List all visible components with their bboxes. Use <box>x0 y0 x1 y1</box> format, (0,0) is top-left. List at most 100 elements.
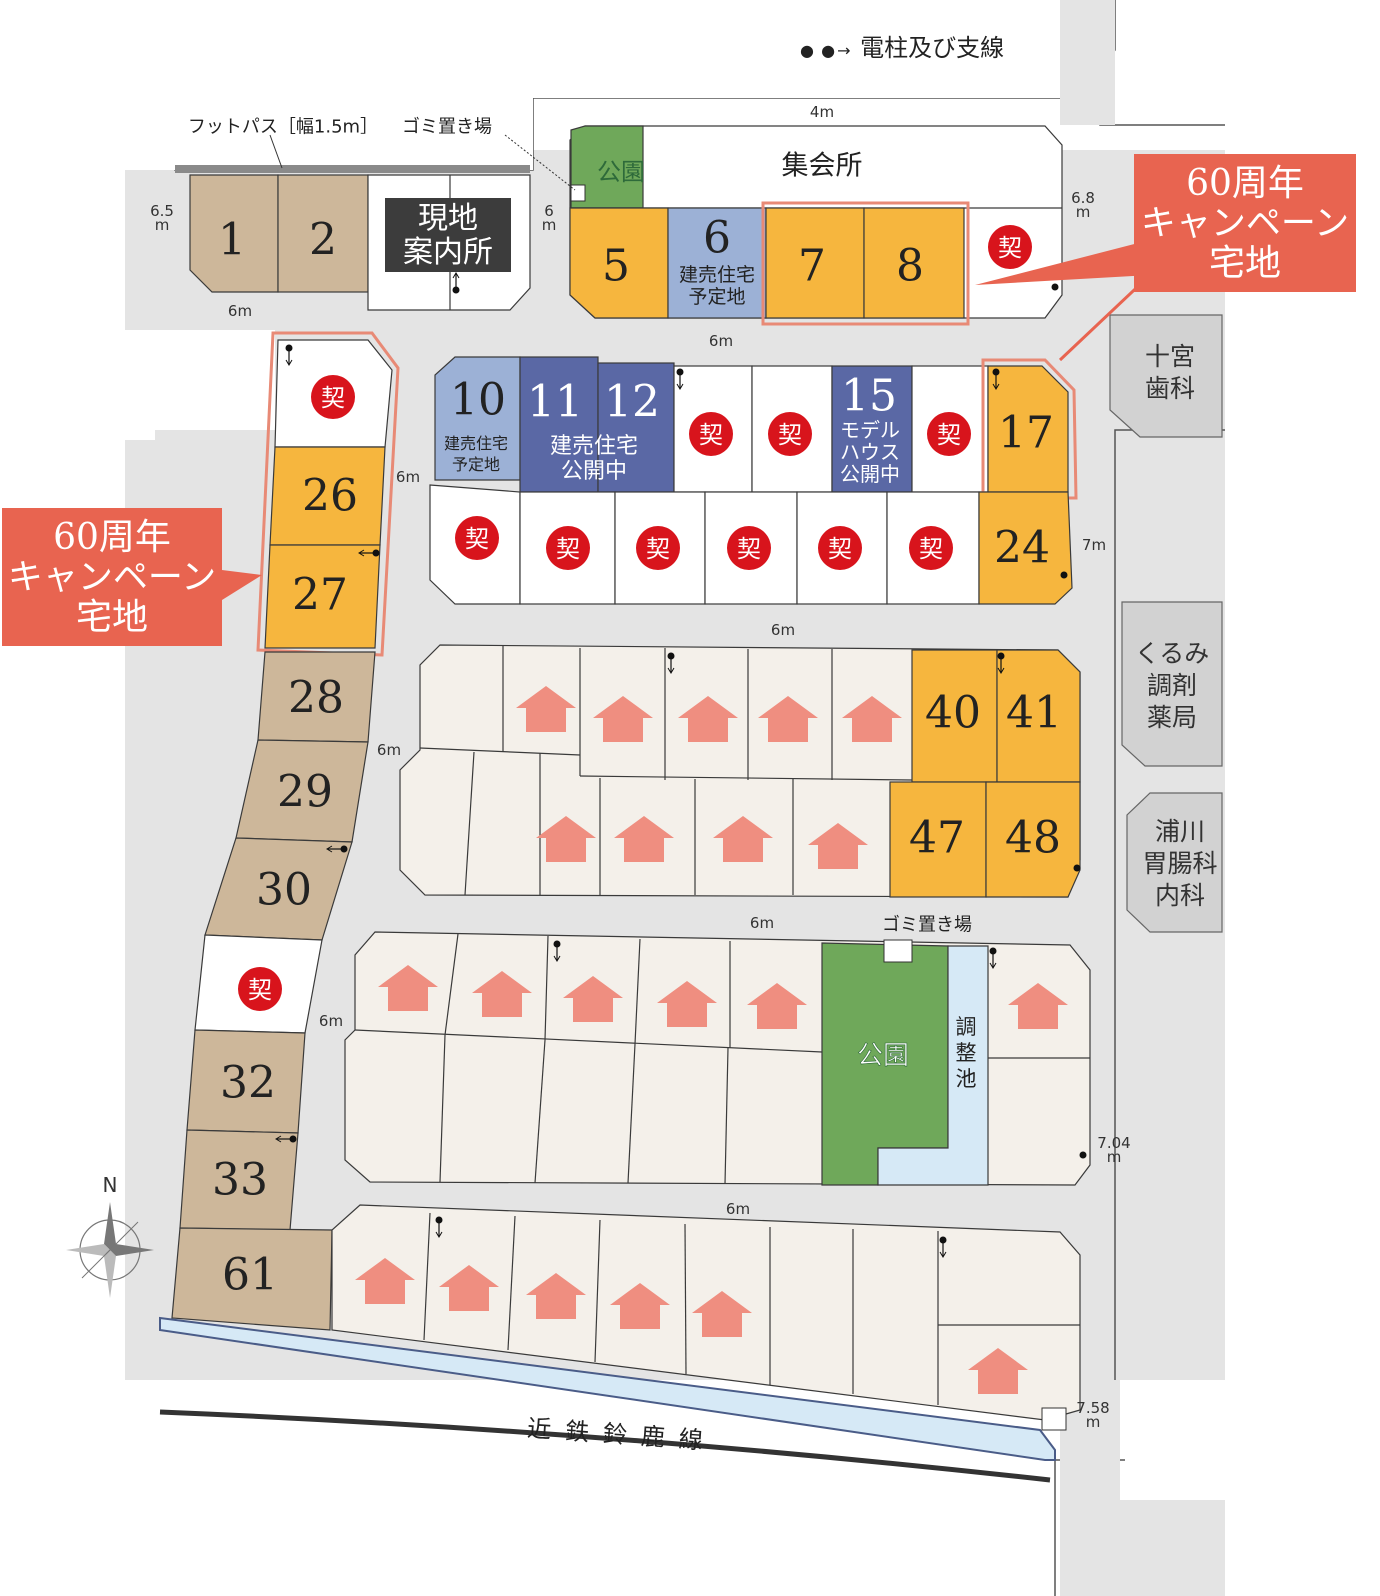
road-width-w6: 6m <box>709 332 733 350</box>
contract-icon: 契 <box>727 526 771 570</box>
lot-2[interactable] <box>277 174 369 293</box>
lot-number-5: 5 <box>602 241 630 292</box>
legend-label: 電柱及び支線 <box>860 34 1005 62</box>
utility-pole-icon <box>326 845 348 853</box>
lot-number-1: 1 <box>218 215 246 266</box>
house-icon <box>1008 983 1068 1029</box>
lot-47[interactable] <box>889 781 987 898</box>
neighbor-pharmacy: くるみ調剤薬局 <box>1135 639 1210 732</box>
house-icon <box>516 686 576 732</box>
community-hall-label: 集会所 <box>782 151 863 182</box>
contract-label: 契 <box>737 535 761 563</box>
lot-1[interactable] <box>189 174 279 293</box>
lot-number-8: 8 <box>896 241 924 292</box>
lot-24[interactable] <box>978 491 1073 605</box>
lot-10-status: 建売住宅予定地 <box>444 434 508 474</box>
campaign-outline-25-27 <box>256 331 400 657</box>
lot-10[interactable] <box>434 356 521 481</box>
lot-61[interactable] <box>171 1227 333 1331</box>
callout-line-2: キャンペーン <box>7 558 217 598</box>
utility-pole-icon <box>989 947 997 969</box>
utility-pole-icon <box>553 940 561 962</box>
park-mid-label: 公園 <box>857 1041 909 1071</box>
neighbor-buildings <box>1109 314 1223 933</box>
contract-icon: 契 <box>768 412 812 456</box>
house-icon <box>758 696 818 742</box>
house-icon <box>713 816 773 862</box>
house-icon <box>614 816 674 862</box>
callout-line-2: キャンペーン <box>1140 204 1350 244</box>
utility-pole-icon <box>939 1236 947 1258</box>
campaign-callout-left: 60周年 キャンペーン 宅地 <box>2 508 222 646</box>
block-b <box>569 125 1063 326</box>
contract-label: 契 <box>699 421 723 449</box>
lot-27[interactable] <box>264 544 381 649</box>
contract-label: 契 <box>919 535 943 563</box>
lot-number-24: 24 <box>994 523 1050 574</box>
house-icon <box>378 965 438 1011</box>
road-width-w9: 6m <box>771 621 795 639</box>
house-icon <box>526 1273 586 1319</box>
contract-icon: 契 <box>238 967 282 1011</box>
lot-number-12: 12 <box>604 377 660 428</box>
lot-number-26: 26 <box>302 471 358 522</box>
block-a <box>189 174 531 311</box>
contract-icon: 契 <box>546 526 590 570</box>
site-office-label: 現地案内所 <box>403 201 493 270</box>
contract-icon: 契 <box>909 526 953 570</box>
lot-number-17: 17 <box>998 408 1054 459</box>
pole-markers <box>275 272 1005 1258</box>
lot-number-15: 15 <box>841 371 897 422</box>
lot-41[interactable] <box>996 649 1081 783</box>
pole-legend-icon: ● ●→ <box>800 41 853 60</box>
contract-icon: 契 <box>455 516 499 560</box>
lot-7[interactable] <box>765 207 865 319</box>
callout-line-3: 宅地 <box>1208 243 1281 284</box>
house-icon <box>842 696 902 742</box>
lot-5[interactable] <box>569 207 669 319</box>
contract-label: 契 <box>556 535 580 563</box>
callout-line-1: 60周年 <box>53 517 171 558</box>
contract-label: 契 <box>828 535 852 563</box>
callout-line-3: 宅地 <box>75 597 148 638</box>
road-width-w12: 6m <box>319 1012 343 1030</box>
house-icon <box>968 1348 1028 1394</box>
neighbor-dental: 十宮歯科 <box>1145 342 1195 403</box>
lot-17[interactable] <box>987 365 1069 493</box>
contract-label: 契 <box>998 234 1022 262</box>
lot-number-40: 40 <box>925 688 981 739</box>
contract-label: 契 <box>778 421 802 449</box>
contract-icon: 契 <box>988 225 1032 269</box>
utility-pole-icon <box>452 272 460 294</box>
lot-numbers: 1 2 5 6 建売住宅予定地 7 8 10 建売住宅予定地 11 12 建売住… <box>212 213 1062 1301</box>
lot-8[interactable] <box>863 207 965 319</box>
house-icon <box>472 971 532 1017</box>
lot-number-7: 7 <box>798 241 826 292</box>
utility-pole-icon <box>358 549 380 557</box>
lot-number-2: 2 <box>309 215 337 266</box>
contract-icon: 契 <box>818 526 862 570</box>
park-top-label: 公園 <box>597 158 645 186</box>
house-icon <box>657 981 717 1027</box>
lot-6[interactable] <box>667 207 767 319</box>
road-width-w2: 6m <box>228 302 252 320</box>
lot-11[interactable] <box>519 356 599 493</box>
site-office-sign <box>385 198 511 272</box>
house-icon <box>808 823 868 869</box>
house-icon <box>593 696 653 742</box>
utility-pole-icon <box>275 1135 297 1143</box>
utility-pole-icon <box>992 368 1000 390</box>
lot-6-status: 建売住宅予定地 <box>679 264 755 308</box>
north-label: N <box>103 1173 118 1197</box>
house-icon <box>563 976 623 1022</box>
lot-number-29: 29 <box>277 767 333 818</box>
lot-48[interactable] <box>985 781 1081 898</box>
contract-icon: 契 <box>311 375 355 419</box>
contract-label: 契 <box>646 535 670 563</box>
pond-label: 調整池 <box>956 1015 977 1091</box>
